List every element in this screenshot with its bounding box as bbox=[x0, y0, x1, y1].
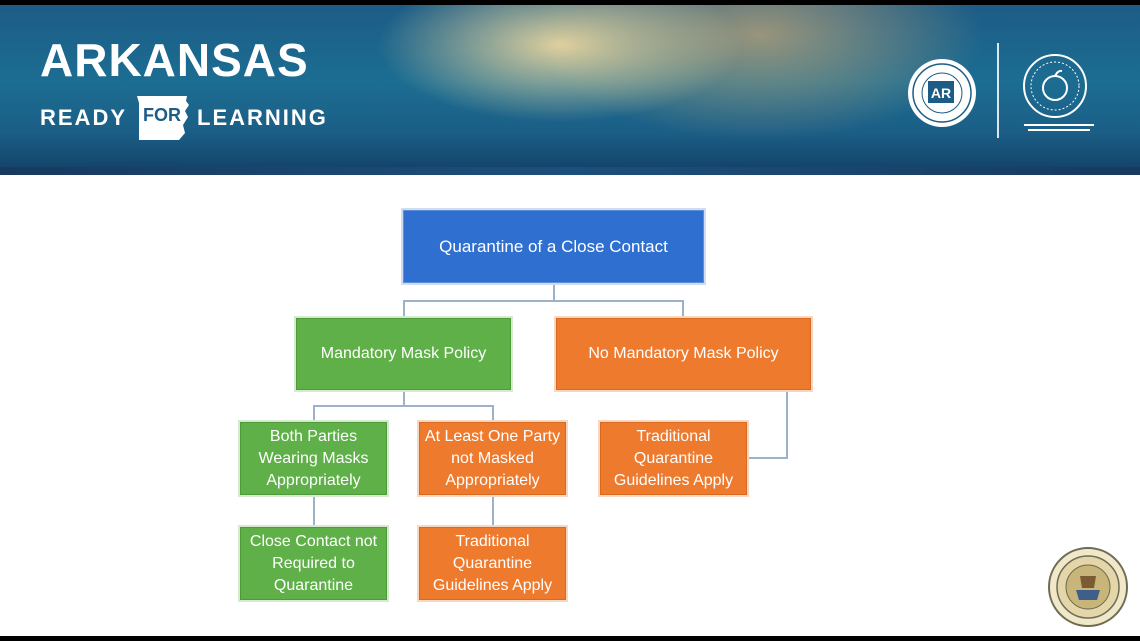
connector-to-left-branch bbox=[403, 300, 405, 317]
node-mandatory-mask-policy: Mandatory Mask Policy bbox=[294, 316, 513, 392]
node-close-contact-not-required: Close Contact not Required to Quarantine bbox=[238, 525, 389, 602]
node-root-label: Quarantine of a Close Contact bbox=[439, 236, 668, 256]
arkansas-division-seal-icon: AR bbox=[908, 59, 976, 127]
node-root: Quarantine of a Close Contact bbox=[401, 208, 706, 285]
connector-to-right-branch bbox=[682, 300, 684, 317]
arkansas-state-shape-icon: FOR bbox=[133, 93, 191, 143]
tagline-ready: READY bbox=[40, 105, 128, 130]
connector-left-up-a bbox=[403, 390, 405, 406]
education-seal-caption-icon bbox=[1014, 122, 1104, 137]
node-left-traditional-guidelines: Traditional Quarantine Guidelines Apply bbox=[417, 525, 568, 602]
connector-right-to-child bbox=[746, 457, 788, 459]
connector-left-to-child1 bbox=[313, 405, 315, 422]
node-mandatory-mask-policy-label: Mandatory Mask Policy bbox=[320, 345, 487, 362]
connector-child1-to-result bbox=[313, 495, 315, 528]
connector-root-down bbox=[553, 284, 555, 301]
state-seal-icon bbox=[1048, 547, 1128, 627]
brand-tagline: READY FOR LEARNING bbox=[40, 93, 328, 143]
connector-root-bar bbox=[403, 300, 684, 302]
node-both-parties-masked: Both Parties Wearing Masks Appropriately bbox=[238, 420, 389, 497]
tagline-for: FOR bbox=[143, 105, 182, 125]
education-seal-icon bbox=[1023, 54, 1087, 118]
tagline-learning: LEARNING bbox=[197, 105, 328, 130]
node-no-mandatory-mask-policy-label: No Mandatory Mask Policy bbox=[588, 345, 779, 362]
node-right-traditional-guidelines: Traditional Quarantine Guidelines Apply bbox=[598, 420, 749, 497]
node-close-contact-not-required-label: Close Contact not Required to Quarantine bbox=[249, 532, 378, 594]
node-both-parties-masked-label: Both Parties Wearing Masks Appropriately bbox=[258, 427, 369, 489]
node-no-mandatory-mask-policy: No Mandatory Mask Policy bbox=[554, 316, 813, 392]
node-left-traditional-guidelines-label: Traditional Quarantine Guidelines Apply bbox=[432, 532, 553, 594]
node-right-traditional-guidelines-label: Traditional Quarantine Guidelines Apply bbox=[613, 427, 734, 489]
connector-left-bar bbox=[313, 405, 494, 407]
node-one-party-not-masked: At Least One Party not Masked Appropriat… bbox=[417, 420, 568, 497]
connector-left-to-child2 bbox=[492, 405, 494, 422]
logo-divider bbox=[997, 43, 999, 138]
connector-child2-to-result bbox=[492, 495, 494, 528]
banner-stripe bbox=[0, 167, 1140, 175]
seal-ar-text: AR bbox=[931, 85, 951, 101]
brand-title: ARKANSAS bbox=[40, 34, 309, 86]
connector-right-down bbox=[786, 390, 788, 459]
node-one-party-not-masked-label: At Least One Party not Masked Appropriat… bbox=[424, 427, 561, 489]
slide: ARKANSAS READY FOR LEARNING AR bbox=[0, 5, 1140, 636]
